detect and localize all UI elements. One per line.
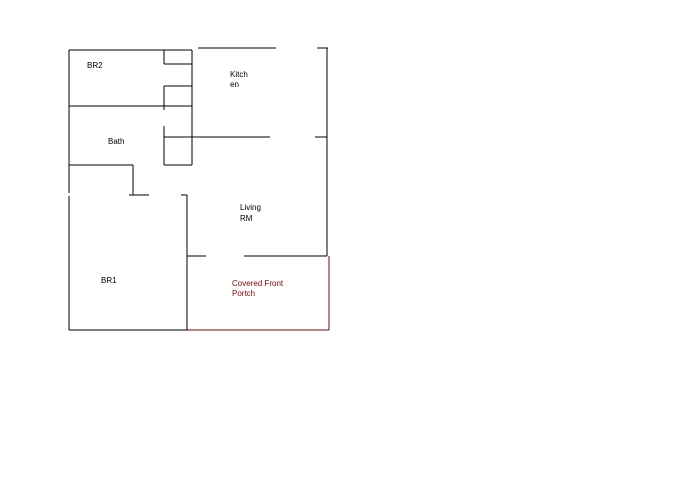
room-labels: BR2 Kitch en Bath Living RM BR1 Covered … — [87, 61, 284, 298]
porch-outline — [188, 256, 330, 331]
walls — [68, 47, 328, 331]
room-label-bath: Bath — [108, 137, 124, 146]
room-label-living-line1: Living — [240, 203, 261, 212]
room-label-br1: BR1 — [101, 276, 117, 285]
room-label-kitchen-line1: Kitch — [230, 70, 248, 79]
room-label-living-line2: RM — [240, 214, 253, 223]
room-label-porch-line2: Portch — [232, 289, 255, 298]
room-label-kitchen-line2: en — [230, 80, 239, 89]
room-label-porch-line1: Covered Front — [232, 279, 284, 288]
room-label-br2: BR2 — [87, 61, 103, 70]
